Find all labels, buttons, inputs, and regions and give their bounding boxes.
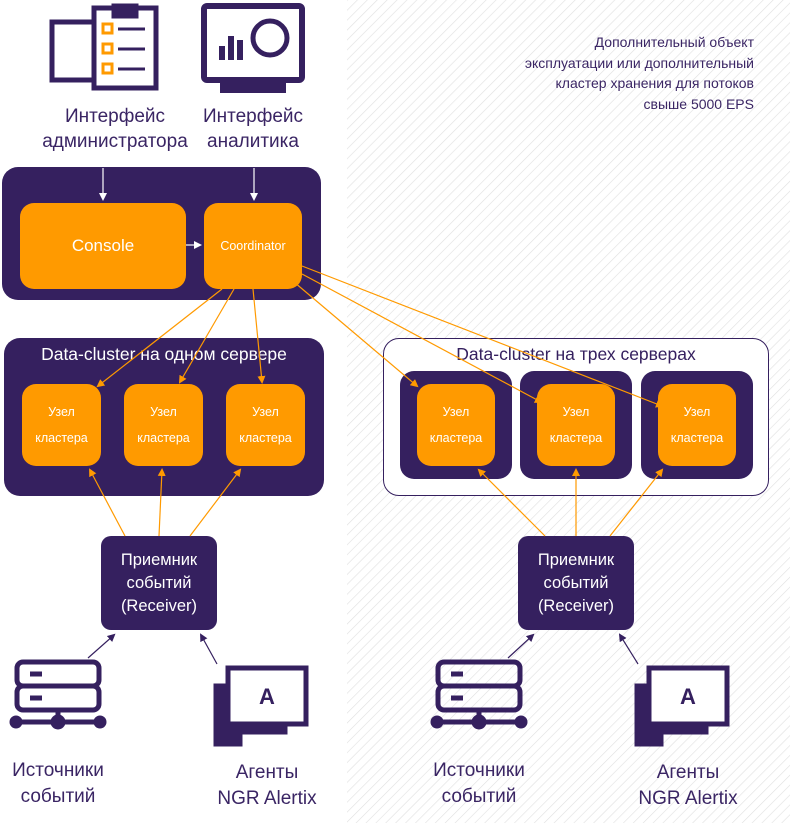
node-label-line-2: кластера [549,431,603,445]
cluster-node: Узел кластера [124,384,203,466]
admin-interface-line-2: администратора [42,131,188,152]
node-label-line-1: Узел [252,405,279,419]
note-line-4: свыше 5000 EPS [643,95,754,112]
admin-interface-label: Интерфейс администратора [40,104,190,154]
cluster-single-title: Data-cluster на одном сервере [41,344,287,364]
sources-line-2: событий [20,786,96,807]
receiver-box: Приемник событий (Receiver) [101,536,217,630]
sources-line-1: Источники [433,760,525,781]
receiver-line-2: событий [543,573,609,592]
scaling-note: Дополнительный объект эксплуатации или д… [420,32,754,114]
agents-label: Агенты NGR Alertix [200,760,334,812]
cluster-node: Узел кластера [537,384,615,466]
cluster-triple-title: Data-cluster на трех серверах [456,344,696,364]
note-line-2: эксплуатации или дополнительный [524,54,754,71]
console-box: Console [20,203,186,289]
node-label-line-1: Узел [683,405,711,419]
node-label-line-2: кластера [239,431,292,445]
admin-interface-icon [49,3,159,91]
receiver-box: Приемник событий (Receiver) [518,536,634,630]
event-sources-label: Источники событий [421,758,537,810]
analyst-interface-icon [201,3,305,93]
agents-line-2: NGR Alertix [638,788,738,809]
sources-line-1: Источники [12,760,104,781]
cluster-node: Узел кластера [226,384,305,466]
agents-line-2: NGR Alertix [217,788,317,809]
event-sources-icon [9,659,107,730]
node-label-line-2: кластера [429,431,483,445]
coordinator-box: Coordinator [204,203,302,289]
node-label-line-1: Узел [562,405,590,419]
sources-line-2: событий [441,786,517,807]
agent-letter-icon: A [259,684,275,709]
event-sources-label: Источники событий [0,758,116,810]
node-label-line-2: кластера [35,431,88,445]
node-label-line-1: Узел [150,405,177,419]
agents-label: Агенты NGR Alertix [621,760,755,812]
agents-line-1: Агенты [656,762,720,783]
admin-interface-line-1: Интерфейс [64,106,166,127]
note-line-1: Дополнительный объект [594,34,754,50]
receiver-line-1: Приемник [537,550,615,569]
analyst-interface-line-2: аналитика [207,131,299,152]
node-label-line-2: кластера [137,431,190,445]
receiver-line-1: Приемник [120,550,198,569]
agent-to-receiver-arrow [200,633,218,665]
receiver-line-3: (Receiver) [537,596,615,615]
analyst-interface-label: Интерфейс аналитика [190,104,316,154]
note-line-3: кластер хранения для потоков [555,75,754,91]
node-label-line-1: Узел [442,405,470,419]
agents-line-1: Агенты [235,762,299,783]
node-label-line-1: Узел [48,405,75,419]
cluster-node: Узел кластера [417,384,495,466]
source-to-receiver-arrow [87,633,116,659]
cluster-node: Узел кластера [658,384,736,466]
node-label-line-2: кластера [670,431,724,445]
analyst-interface-line-1: Интерфейс [202,106,304,127]
coordinator-label: Coordinator [220,239,286,253]
agent-computer-icon: A [213,665,309,747]
receiver-line-3: (Receiver) [120,596,198,615]
receiver-line-2: событий [126,573,192,592]
cluster-node: Узел кластера [22,384,101,466]
console-label: Console [71,236,135,255]
